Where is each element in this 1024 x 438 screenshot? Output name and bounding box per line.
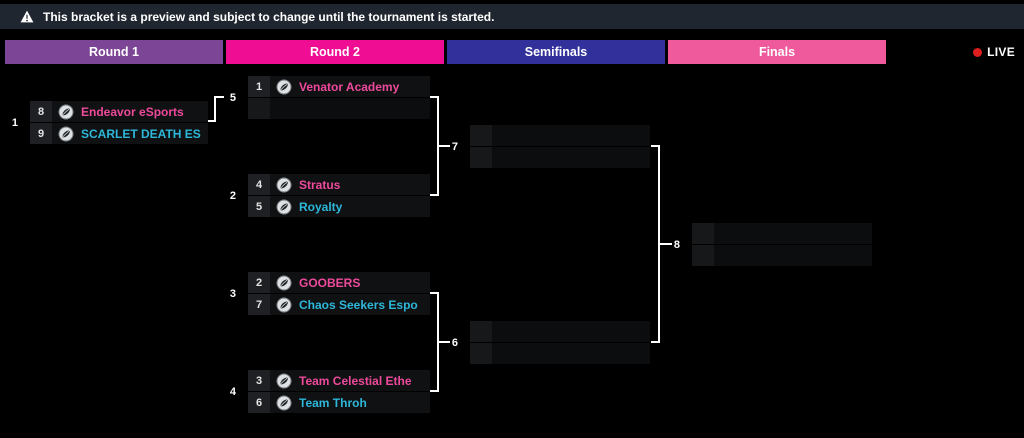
- match-6-number: 6: [451, 336, 458, 349]
- seed-box: [470, 147, 492, 168]
- team-slot-empty[interactable]: [692, 245, 872, 266]
- team-slot-empty[interactable]: [692, 223, 872, 244]
- team-name: SCARLET DEATH ES: [81, 126, 201, 141]
- team-logo-icon: [276, 79, 292, 95]
- bracket-connector-m8-stub: [660, 243, 672, 245]
- team-slot-venator-academy[interactable]: 1 Venator Academy: [248, 76, 430, 97]
- bracket-connector-m3-m4-to-m6: [430, 292, 439, 392]
- match-8[interactable]: 8: [674, 223, 872, 266]
- team-slot-empty[interactable]: [470, 321, 650, 342]
- team-logo-icon: [58, 104, 74, 120]
- live-dot-icon: [973, 47, 983, 57]
- team-logo-icon: [276, 373, 292, 389]
- bracket-connector-m1-to-m5-stub: [216, 96, 224, 98]
- match-5-number: 5: [229, 91, 236, 104]
- bracket-connector-m7-m6-to-m8: [651, 145, 660, 343]
- warning-icon: [20, 10, 34, 23]
- seed-box: 2: [248, 272, 270, 293]
- team-logo-icon: [276, 177, 292, 193]
- live-indicator: LIVE: [973, 40, 1015, 64]
- team-slot-empty[interactable]: [248, 98, 430, 119]
- team-slot-team-celestial[interactable]: 3 Team Celestial Ethe: [248, 370, 430, 391]
- match-1[interactable]: 1 8 Endeavor eSports 9 SCARLET DEATH ES: [12, 101, 208, 144]
- seed-box: 5: [248, 196, 270, 217]
- team-logo-icon: [276, 199, 292, 215]
- team-name: Chaos Seekers Espo: [299, 297, 418, 312]
- match-6[interactable]: 6: [452, 321, 650, 364]
- match-2-number: 2: [229, 189, 236, 202]
- match-4[interactable]: 4 3 Team Celestial Ethe 6 Team Throh: [230, 370, 430, 413]
- match-3-number: 3: [229, 287, 236, 300]
- team-slot-empty[interactable]: [470, 343, 650, 364]
- seed-box: 1: [248, 76, 270, 97]
- seed-box: 8: [30, 101, 52, 122]
- team-name: Endeavor eSports: [81, 104, 184, 119]
- seed-box: [470, 125, 492, 146]
- live-label: LIVE: [987, 45, 1015, 59]
- match-2[interactable]: 2 4 Stratus 5 Royalty: [230, 174, 430, 217]
- seed-box: 3: [248, 370, 270, 391]
- team-slot-chaos-seekers[interactable]: 7 Chaos Seekers Espo: [248, 294, 430, 315]
- team-slot-empty[interactable]: [470, 125, 650, 146]
- team-logo-icon: [276, 395, 292, 411]
- match-1-number: 1: [11, 116, 18, 129]
- seed-box: [248, 98, 270, 119]
- match-4-number: 4: [229, 385, 236, 398]
- bracket-connector-m5-m2-to-m7: [430, 96, 439, 196]
- round-header-round1: Round 1: [5, 40, 223, 64]
- round-header-semifinals: Semifinals: [447, 40, 665, 64]
- match-8-number: 8: [673, 238, 680, 251]
- bracket-connector-m1-to-m5: [208, 96, 216, 122]
- team-slot-stratus[interactable]: 4 Stratus: [248, 174, 430, 195]
- team-slot-team-throh[interactable]: 6 Team Throh: [248, 392, 430, 413]
- bracket-connector-m7-stub: [439, 145, 450, 147]
- team-slot-royalty[interactable]: 5 Royalty: [248, 196, 430, 217]
- banner-text: This bracket is a preview and subject to…: [43, 9, 495, 24]
- team-name: Team Throh: [299, 395, 367, 410]
- team-name: GOOBERS: [299, 275, 361, 290]
- team-slot-goobers[interactable]: 2 GOOBERS: [248, 272, 430, 293]
- preview-warning-banner: This bracket is a preview and subject to…: [0, 4, 1024, 29]
- round-headers: Round 1 Round 2 Semifinals Finals: [5, 40, 886, 64]
- team-logo-icon: [58, 126, 74, 142]
- team-slot-scarlet-death[interactable]: 9 SCARLET DEATH ES: [30, 123, 208, 144]
- team-name: Royalty: [299, 199, 343, 214]
- team-logo-icon: [276, 275, 292, 291]
- bracket-connector-m6-stub: [439, 341, 450, 343]
- team-name: Venator Academy: [299, 79, 400, 94]
- seed-box: 4: [248, 174, 270, 195]
- round-header-finals: Finals: [668, 40, 886, 64]
- match-7[interactable]: 7: [452, 125, 650, 168]
- seed-box: [692, 223, 714, 244]
- match-3[interactable]: 3 2 GOOBERS 7 Chaos Seekers Espo: [230, 272, 430, 315]
- team-name: Stratus: [299, 177, 341, 192]
- round-header-round2: Round 2: [226, 40, 444, 64]
- seed-box: 9: [30, 123, 52, 144]
- team-slot-endeavor-esports[interactable]: 8 Endeavor eSports: [30, 101, 208, 122]
- match-5[interactable]: 5 1 Venator Academy: [230, 76, 430, 119]
- team-slot-empty[interactable]: [470, 147, 650, 168]
- match-7-number: 7: [451, 140, 458, 153]
- seed-box: 6: [248, 392, 270, 413]
- team-logo-icon: [276, 297, 292, 313]
- seed-box: [470, 343, 492, 364]
- seed-box: [470, 321, 492, 342]
- seed-box: 7: [248, 294, 270, 315]
- seed-box: [692, 245, 714, 266]
- team-name: Team Celestial Ethe: [299, 373, 412, 388]
